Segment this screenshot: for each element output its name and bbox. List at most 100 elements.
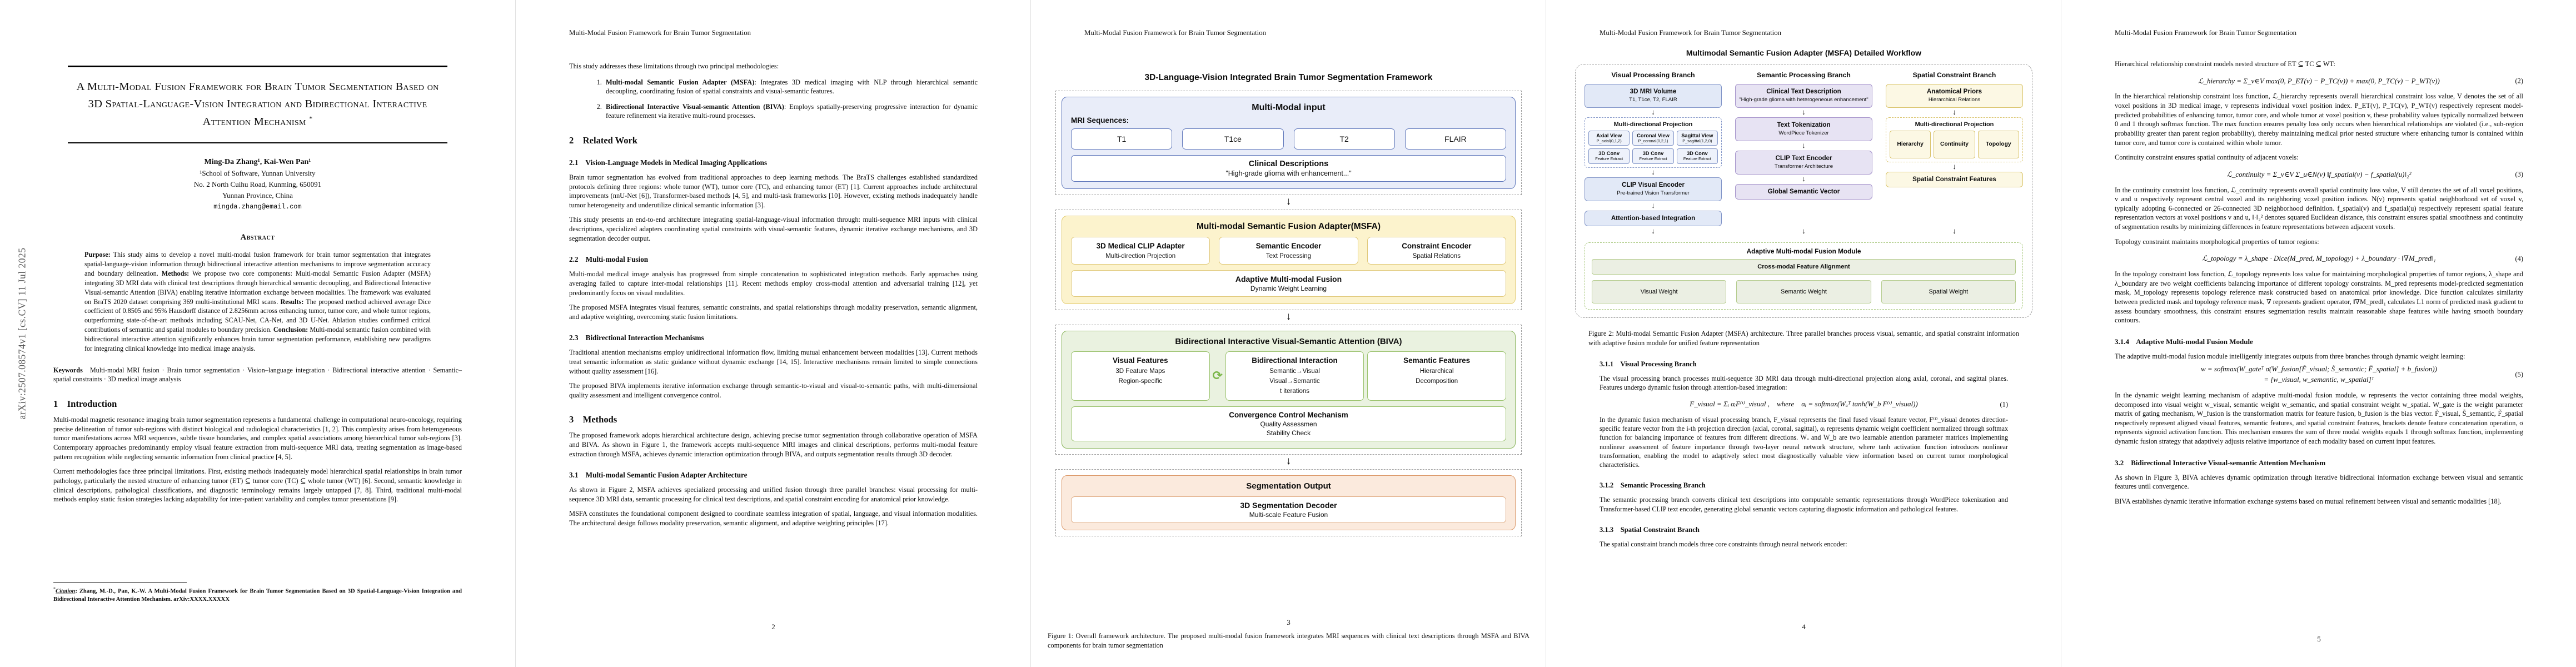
equation-2: ℒ_hierarchy = Σ_v∈V max(0, P_ET(v) − P_T… bbox=[2115, 76, 2523, 87]
conv-box-3-title: 3D Conv bbox=[1686, 151, 1708, 157]
clinical-text-subtitle: "High-grade glioma with heterogeneous en… bbox=[1739, 97, 1869, 103]
visual-weight-box: Visual Weight bbox=[1592, 280, 1727, 304]
semantic-weight-box: Semantic Weight bbox=[1736, 280, 1871, 304]
keywords-label: Keywords bbox=[53, 366, 83, 374]
equation-1-body: F_visual = Σᵢ αᵢF⁽ⁱ⁾_visual , where αᵢ =… bbox=[1690, 400, 1918, 409]
axial-view-title: Axial View bbox=[1596, 132, 1622, 138]
title-rule-bottom bbox=[68, 142, 447, 144]
constraint-encoder-title: Constraint Encoder bbox=[1402, 242, 1472, 250]
msfa-title: Multi-modal Semantic Fusion Adapter(MSFA… bbox=[1197, 222, 1381, 231]
down-arrow-icon bbox=[1585, 201, 1722, 211]
multi-modal-input-box: Multi-Modal input MRI Sequences: T1 T1ce… bbox=[1062, 97, 1516, 189]
equation-3: ℒ_continuity = Σ_v∈V Σ_u∈N(v) ‖f_spatial… bbox=[2115, 170, 2524, 180]
page-number: 5 bbox=[2317, 635, 2321, 643]
continuity-constraint-intro: Continuity constraint ensures spatial co… bbox=[2115, 153, 2299, 162]
paper-title-text: A Multi-Modal Fusion Framework for Brain… bbox=[76, 80, 439, 128]
subsection-heading-2-3: 2.3 Bidirectional Interaction Mechanisms bbox=[569, 334, 704, 342]
list-item-biva-text: : Employs spatially-preserving progressi… bbox=[606, 102, 978, 120]
segmentation-output-box: Segmentation Output 3D Segmentation Deco… bbox=[1062, 475, 1516, 530]
subsection-heading-3-1-3: 3.1.3 Spatial Constraint Branch bbox=[1600, 525, 1700, 534]
visual-branch-header: Visual Processing Branch bbox=[1611, 71, 1695, 79]
equation-2-body: ℒ_hierarchy = Σ_v∈V max(0, P_ET(v) − P_T… bbox=[2198, 76, 2440, 85]
paragraph-3-a: The proposed framework adopts hierarchic… bbox=[569, 431, 978, 458]
spatial-constraint-features-box: Spatial Constraint Features bbox=[1886, 171, 2023, 188]
figure2-caption: Figure 2: Multi-modal Semantic Fusion Ad… bbox=[1588, 330, 2019, 347]
semantic-features-line2: Decomposition bbox=[1416, 377, 1458, 385]
abstract-results-text: The proposed method achieved average Dic… bbox=[84, 297, 431, 334]
footnote-text: *Citation: Zhang, M.-D., Pan, K.-W. A Mu… bbox=[53, 586, 462, 604]
down-arrow-icon bbox=[1735, 175, 1872, 184]
equation-4: ℒ_topology = λ_shape · Dice(M_pred, M_to… bbox=[2115, 253, 2523, 264]
down-arrow-icon bbox=[1735, 108, 1872, 117]
segmentation-decoder-subtitle: Multi-scale Feature Fusion bbox=[1249, 510, 1328, 519]
running-head: Multi-Modal Fusion Framework for Brain T… bbox=[1084, 29, 1267, 37]
paragraph-2-1-b: This study presents an end-to-end archit… bbox=[569, 216, 978, 242]
clip-text-encoder-title: CLIP Text Encoder bbox=[1775, 154, 1832, 162]
section-heading-methods: 3 Methods bbox=[569, 414, 617, 425]
page-number: 4 bbox=[1802, 623, 1806, 631]
author-names: Ming-Da Zhang¹, Kai-Wen Pan¹ bbox=[204, 158, 311, 167]
semantic-features-title: Semantic Features bbox=[1403, 356, 1471, 365]
running-head: Multi-Modal Fusion Framework for Brain T… bbox=[1600, 29, 1782, 37]
continuity-label: Continuity bbox=[1940, 141, 1969, 148]
conv-box-2-title: 3D Conv bbox=[1642, 151, 1664, 157]
down-arrow-icon bbox=[1735, 141, 1872, 151]
visual-features-title: Visual Features bbox=[1113, 356, 1168, 365]
multidirectional-projection-title: Multi-directional Projection bbox=[1613, 121, 1693, 128]
semantic-encoder-subtitle: Text Processing bbox=[1265, 252, 1312, 260]
equation-5-number: (5) bbox=[2515, 370, 2523, 379]
hierarchical-constraint-intro: Hierarchical relationship constraint mod… bbox=[2115, 60, 2335, 68]
conv-box-3-subtitle: Feature Extract bbox=[1683, 156, 1711, 162]
page-2-content: Multi-Modal Fusion Framework for Brain T… bbox=[516, 0, 1031, 667]
anatomical-priors-subtitle: Hierarchical Relations bbox=[1928, 97, 1981, 103]
visual-features-line1: 3D Feature Maps bbox=[1115, 367, 1165, 375]
bidirectional-interaction-title: Bidirectional Interaction bbox=[1252, 356, 1338, 365]
semantic-branch-header: Semantic Processing Branch bbox=[1757, 71, 1851, 79]
paragraph-2-3-a: Traditional attention mechanisms employ … bbox=[569, 349, 978, 375]
methodologies-intro: This study addresses these limitations t… bbox=[569, 62, 779, 70]
clip-visual-encoder-title: CLIP Visual Encoder bbox=[1622, 181, 1685, 188]
cross-modal-alignment-bar: Cross-modal Feature Alignment bbox=[1592, 259, 2016, 275]
semantic-encoder-title: Semantic Encoder bbox=[1255, 242, 1322, 250]
down-arrow-icon bbox=[1585, 108, 1722, 117]
topology-box: Topology bbox=[1977, 130, 2019, 158]
sagittal-view-title: Sagittal View bbox=[1681, 132, 1713, 138]
semantic-features-line1: Hierarchical bbox=[1419, 367, 1454, 375]
equation-5-line-1: w = softmax(W_gateᵀ σ(W_fusion[F̃_visual… bbox=[2200, 365, 2438, 374]
conv-box-1-subtitle: Feature Extract bbox=[1595, 156, 1623, 162]
running-head: Multi-Modal Fusion Framework for Brain T… bbox=[569, 29, 751, 37]
subsection-heading-2-1: 2.1 Vision-Language Models in Medical Im… bbox=[569, 158, 768, 167]
citation-footnote: *Citation: Zhang, M.-D., Pan, K.-W. A Mu… bbox=[53, 583, 462, 604]
clinical-descriptions-box: Clinical Descriptions "High-grade glioma… bbox=[1071, 155, 1506, 182]
spatial-weight-box: Spatial Weight bbox=[1881, 280, 2016, 304]
page-1: arXiv:2507.08574v1 [cs.CV] 11 Jul 2025 A… bbox=[0, 0, 515, 667]
convergence-control-line1: Quality Assessmen bbox=[1260, 420, 1317, 428]
constraint-row: Hierarchy Continuity Topology bbox=[1890, 130, 2019, 158]
running-head: Multi-Modal Fusion Framework for Brain T… bbox=[2115, 29, 2297, 37]
equation-3-number: (3) bbox=[2515, 170, 2523, 178]
paragraph-3-2-a: As shown in Figure 3, BIVA achieves dyna… bbox=[2115, 473, 2523, 491]
down-arrow-icon bbox=[1886, 187, 2023, 236]
clinical-text-box: Clinical Text Description"High-grade gli… bbox=[1735, 84, 1872, 108]
axial-view-subtitle: P_axial(0,1,2) bbox=[1596, 138, 1622, 143]
constraint-encoder-subtitle: Spatial Relations bbox=[1412, 252, 1461, 260]
intro-paragraph-2: Current methodologies face three princip… bbox=[53, 467, 462, 504]
figure1-caption: Figure 1: Overall framework architecture… bbox=[1048, 632, 1529, 649]
page-number: 2 bbox=[771, 623, 775, 631]
anatomical-priors-title: Anatomical Priors bbox=[1926, 88, 1982, 95]
paragraph-3-1-a: As shown in Figure 2, MSFA achieves spec… bbox=[569, 486, 978, 503]
sequence-box-flair: FLAIR bbox=[1404, 128, 1506, 150]
equation-3-body: ℒ_continuity = Σ_v∈V Σ_u∈N(v) ‖f_spatial… bbox=[2226, 170, 2411, 178]
title-footnote-mark: * bbox=[309, 115, 313, 123]
page-4-content: Multi-Modal Fusion Framework for Brain T… bbox=[1546, 0, 2061, 667]
equation-1: F_visual = Σᵢ αᵢF⁽ⁱ⁾_visual , where αᵢ =… bbox=[1600, 399, 2008, 410]
subsection-heading-3-2: 3.2 Bidirectional Interactive Visual-sem… bbox=[2115, 458, 2326, 467]
abstract-purpose-text: This study aims to develop a novel multi… bbox=[84, 251, 431, 278]
section-heading-related-work: 2 Related Work bbox=[569, 135, 637, 146]
